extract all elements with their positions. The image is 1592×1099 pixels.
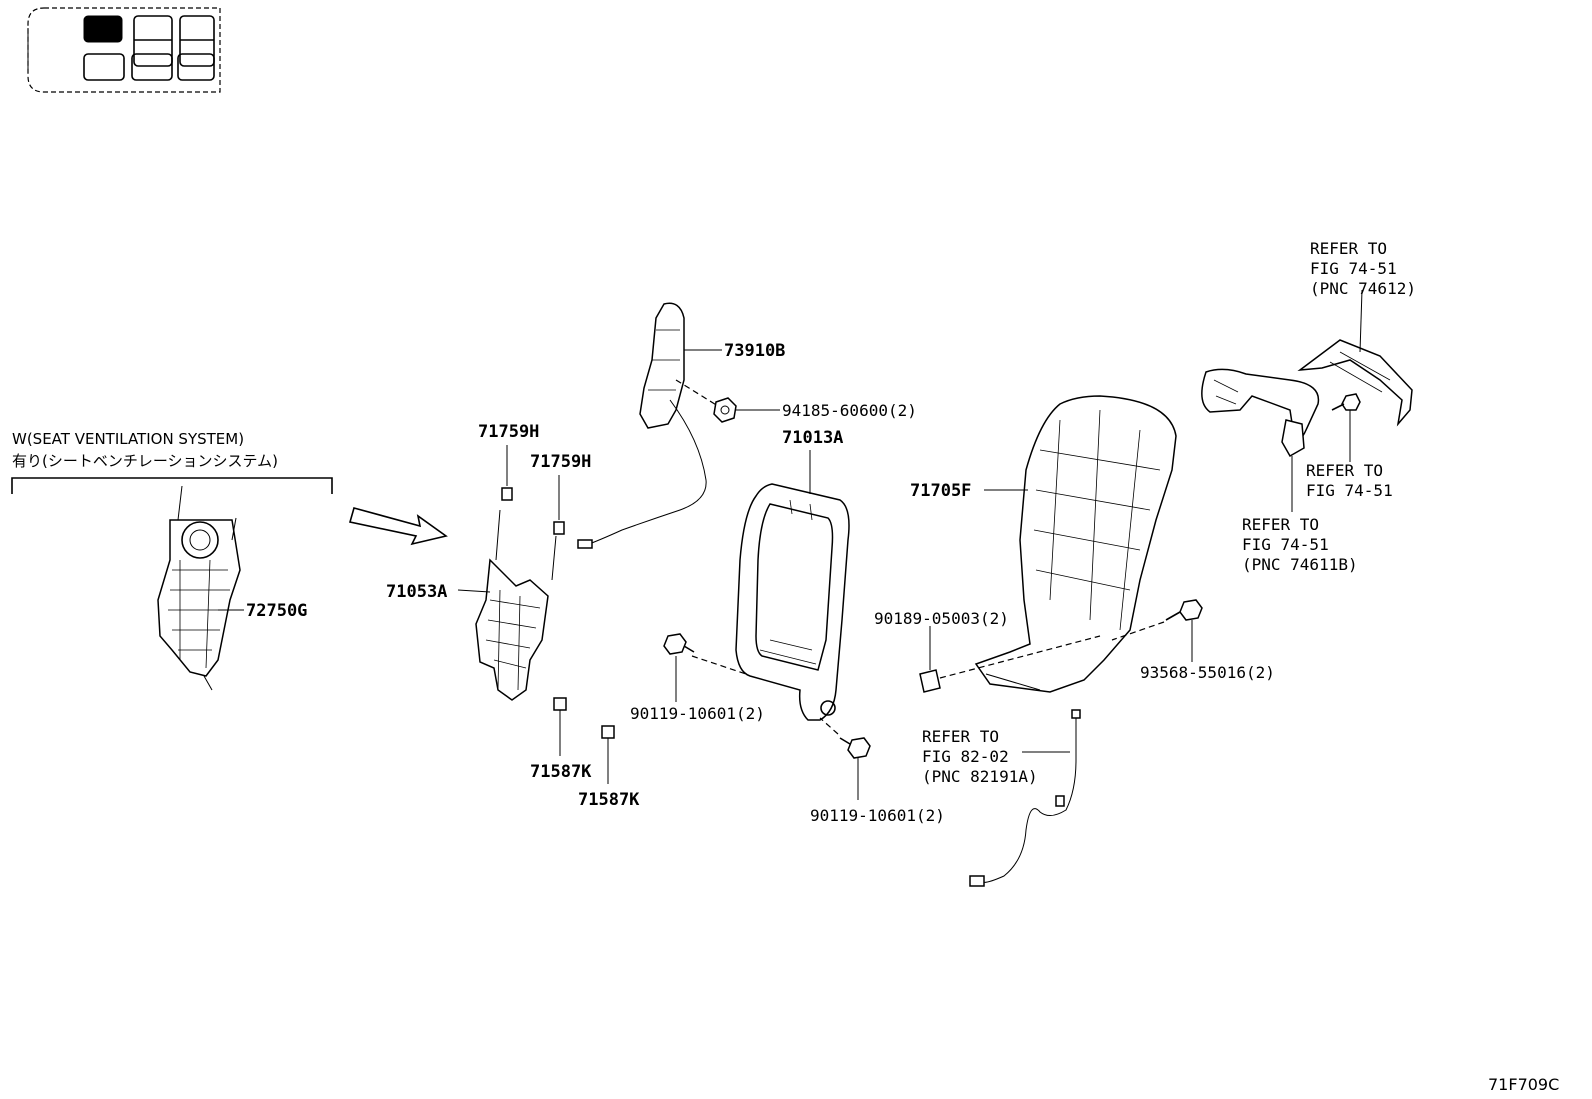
- refer-note-74-51: REFER TO FIG 74-51: [1306, 461, 1393, 500]
- label-90189: 90189-05003(2): [874, 609, 1009, 628]
- refer-74611B-line1: REFER TO: [1242, 515, 1319, 534]
- lumbar-plate-71053A: [457, 509, 557, 701]
- refer-74612-line2: FIG 74-51: [1310, 259, 1397, 278]
- clip-71587K-a: [553, 697, 567, 756]
- refer-74611B-line2: FIG 74-51: [1242, 535, 1329, 554]
- label-71759H-b: 71759H: [530, 452, 591, 472]
- clip-71587K-b: [601, 725, 615, 784]
- retainer-90189-05003: [919, 626, 1101, 693]
- label-93568: 93568-55016(2): [1140, 663, 1275, 682]
- label-73910B: 73910B: [724, 341, 785, 361]
- figure-code: 71F709C: [1488, 1075, 1559, 1094]
- bolt-90119-10601-a: [663, 633, 747, 702]
- ventilation-note: W(SEAT VENTILATION SYSTEM) 有り(シートベンチレーショ…: [11, 430, 333, 494]
- ventilation-note-line2: 有り(シートベンチレーションシステム): [12, 452, 278, 470]
- refer-note-74611B: REFER TO FIG 74-51 (PNC 74611B): [1242, 515, 1358, 574]
- clip-71759H-a: [501, 445, 513, 501]
- ventilation-note-line1: W(SEAT VENTILATION SYSTEM): [12, 430, 244, 448]
- bolt-90119-10601-b: [819, 717, 871, 800]
- label-71053A: 71053A: [386, 582, 447, 602]
- direction-arrow: [348, 507, 448, 546]
- refer-74611B-line3: (PNC 74611B): [1242, 555, 1358, 574]
- seat-back-board-71705F: [974, 395, 1177, 693]
- seat-highlighted: [83, 15, 123, 43]
- seat-back-frame-71013A: [735, 450, 850, 721]
- label-71013A: 71013A: [782, 428, 843, 448]
- label-71587K-b: 71587K: [578, 790, 640, 810]
- label-94185: 94185-60600(2): [782, 401, 917, 420]
- headrest-guide-parts: [1201, 289, 1413, 512]
- refer-74612-line3: (PNC 74612): [1310, 279, 1416, 298]
- wire-harness-82191A: [969, 709, 1081, 887]
- clip-71759H-b: [553, 475, 565, 535]
- seat-locator-icon: [27, 7, 221, 93]
- refer-82191A-line3: (PNC 82191A): [922, 767, 1038, 786]
- refer-note-82191A: REFER TO FIG 82-02 (PNC 82191A): [922, 727, 1038, 786]
- nut-94185-60600: [713, 397, 780, 423]
- bolt-93568-55016: [1111, 599, 1203, 662]
- refer-note-74612: REFER TO FIG 74-51 (PNC 74612): [1310, 239, 1416, 298]
- label-71759H-a: 71759H: [478, 422, 539, 442]
- label-72750G: 72750G: [246, 601, 307, 621]
- refer-82191A-line2: FIG 82-02: [922, 747, 1009, 766]
- refer-82191A-line1: REFER TO: [922, 727, 999, 746]
- refer-74-51-line1: REFER TO: [1306, 461, 1383, 480]
- label-71705F: 71705F: [910, 481, 971, 501]
- label-90119-b: 90119-10601(2): [810, 806, 945, 825]
- refer-74-51-line2: FIG 74-51: [1306, 481, 1393, 500]
- ventilation-unit-72750G: [157, 485, 244, 691]
- label-71587K-a: 71587K: [530, 762, 592, 782]
- side-airbag-73910B: [577, 302, 722, 549]
- label-90119-a: 90119-10601(2): [630, 704, 765, 723]
- refer-74612-line1: REFER TO: [1310, 239, 1387, 258]
